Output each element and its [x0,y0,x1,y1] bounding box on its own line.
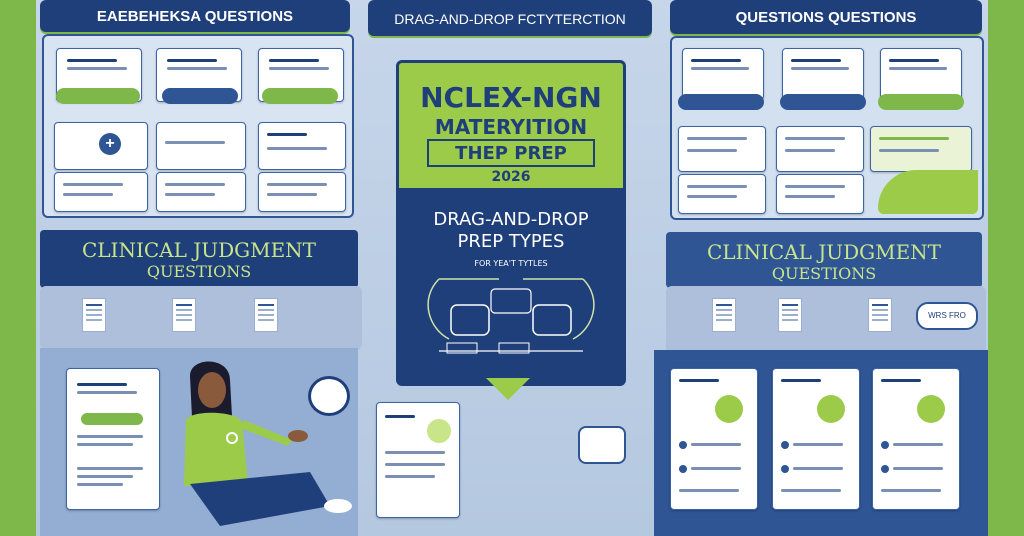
subtitle-line-1: DRAG-AND-DROP [433,209,589,230]
banner-top-left: EAEBEHEKSA QUESTIONS [40,0,350,32]
title-line-2: MATERYITION [434,115,588,139]
center-poster: NCLEX-NGN MATERYITION THEP PREP 2026 DRA… [396,60,626,400]
clinical-right-header: CLINICAL JUDGMENT QUESTIONS [666,232,982,288]
top-right-panel [670,36,984,220]
drop-target-card[interactable] [156,122,246,170]
list-card[interactable] [156,172,246,212]
title-line-1: NCLEX-NGN [420,81,602,114]
drop-slot [446,342,478,354]
banner-top-right-text: QUESTIONS QUESTIONS [735,9,917,26]
question-card[interactable] [682,48,764,100]
patient-chart-card[interactable] [66,368,160,510]
drop-slot [532,304,572,336]
subtitle-line-3: FOR YEA'T TYTLES [474,259,548,268]
nurse-hand [288,430,308,442]
document-icon [172,298,196,332]
green-blob [878,170,978,214]
patient-chart-card[interactable] [872,368,960,510]
connector-device-icon [578,426,626,464]
list-card[interactable] [776,174,864,214]
drag-drop-diagram [427,278,595,354]
document-icon [254,298,278,332]
document-icon [868,298,892,332]
answer-chip[interactable] [780,94,866,110]
nurse-arm [240,420,292,446]
answer-chip[interactable] [262,88,338,104]
clinical-left-panel [40,286,362,350]
patient-chart-card[interactable] [670,368,758,510]
top-left-panel: + [42,34,354,218]
document-icon [778,298,802,332]
drop-target-card[interactable] [776,126,864,172]
drop-target-card[interactable] [258,122,346,170]
banner-top-center-text: DRAG-AND-DROP FCTYTERCTION [394,11,626,27]
nurse-legs [190,472,330,526]
drop-target-card[interactable] [678,126,766,172]
answer-chip[interactable] [878,94,964,110]
drop-slot [498,342,530,354]
banner-top-right: QUESTIONS QUESTIONS [670,0,982,34]
monitor-device-icon [308,376,350,416]
title-line-3-box: THEP PREP [427,139,595,167]
answer-chip[interactable] [162,88,238,104]
clinical-right-line-1: CLINICAL JUDGMENT [706,240,942,264]
clinical-left-header: CLINICAL JUDGMENT QUESTIONS [40,230,358,288]
nurse-shoe [324,499,352,513]
speech-bubble-text: WRS FRO [928,311,966,320]
clinical-left-line-2: QUESTIONS [146,262,252,281]
drop-slot [450,304,490,336]
list-card[interactable] [258,172,346,212]
answer-chip[interactable] [81,413,143,425]
patient-chart-card[interactable] [772,368,860,510]
speech-bubble: WRS FRO [916,302,978,330]
stethoscope-icon [226,432,238,444]
drop-slot [490,288,532,314]
center-bottom-card[interactable] [376,402,460,518]
document-icon [82,298,106,332]
clinical-right-panel: WRS FRO [666,286,986,354]
nurse-face [198,372,226,408]
center-title-block: NCLEX-NGN MATERYITION THEP PREP 2026 [396,60,626,196]
document-icon [712,298,736,332]
clinical-right-line-2: QUESTIONS [771,264,877,283]
title-year: 2026 [491,169,531,185]
center-subtitle-block: DRAG-AND-DROP PREP TYPES FOR YEA'T TYTLE… [396,188,626,386]
plus-icon: + [99,133,121,155]
nurse-torso [184,412,248,486]
subtitle-line-2: PREP TYPES [457,231,565,252]
question-card[interactable] [880,48,962,100]
answer-chip[interactable] [56,88,140,104]
left-green-edge [0,0,36,536]
answer-chip[interactable] [678,94,764,110]
question-card[interactable] [782,48,864,100]
banner-top-center: DRAG-AND-DROP FCTYTERCTION [368,0,652,36]
banner-top-left-text: EAEBEHEKSA QUESTIONS [96,8,294,25]
connector-line [427,278,595,340]
clinical-left-line-1: CLINICAL JUDGMENT [81,238,317,262]
list-card[interactable] [54,172,148,212]
drop-target-card[interactable] [870,126,972,172]
poster-pointer [486,378,530,400]
title-line-3: THEP PREP [455,143,567,164]
nurse-figure [184,361,352,526]
right-green-edge [988,0,1024,536]
drop-target-card[interactable]: + [54,122,148,170]
list-card[interactable] [678,174,766,214]
